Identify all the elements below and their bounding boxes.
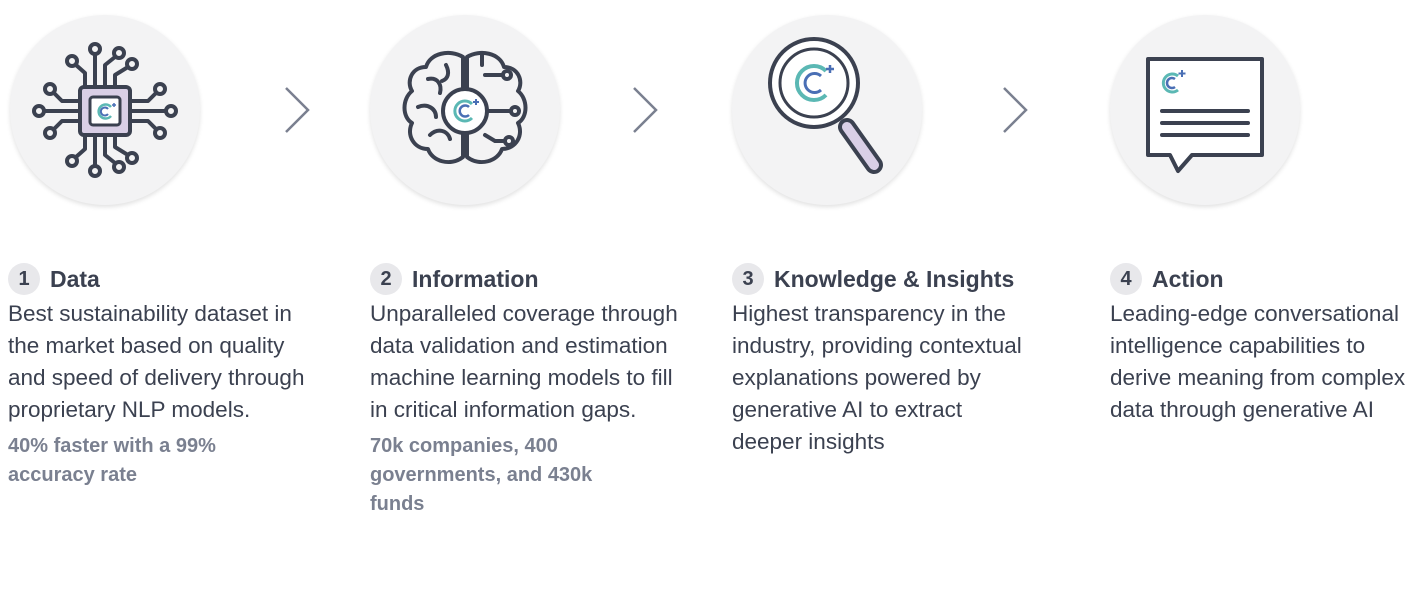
step-stat: 40% faster with a 99% accuracy rate bbox=[8, 435, 216, 486]
step-1-circle bbox=[10, 15, 200, 205]
step-3-circle bbox=[732, 15, 922, 205]
step-4: 4 Action Leading-edge conversational int… bbox=[1110, 262, 1410, 426]
step-number-badge: 1 bbox=[8, 263, 40, 295]
step-description: Unparalleled coverage through data valid… bbox=[370, 301, 678, 422]
step-description: Best sustainability dataset in the marke… bbox=[8, 301, 305, 422]
chevron-right-icon bbox=[633, 87, 658, 133]
ai-chip-icon bbox=[32, 42, 178, 178]
step-description: Highest transparency in the industry, pr… bbox=[732, 301, 1022, 454]
step-title: Data bbox=[50, 265, 100, 292]
chevron-right-icon bbox=[285, 87, 310, 133]
step-description: Leading-edge conversational intelligence… bbox=[1110, 301, 1406, 422]
step-1: 1 Data Best sustainability dataset in th… bbox=[8, 262, 328, 490]
step-4-circle bbox=[1110, 15, 1300, 205]
step-header: 4 Action bbox=[1110, 262, 1410, 296]
step-title: Action bbox=[1152, 265, 1224, 292]
step-2-circle bbox=[370, 15, 560, 205]
step-3: 3 Knowledge & Insights Highest transpare… bbox=[732, 262, 1032, 458]
brain-circuit-icon bbox=[402, 50, 528, 165]
step-number-badge: 4 bbox=[1110, 263, 1142, 295]
magnifying-glass-icon bbox=[768, 37, 883, 174]
step-header: 3 Knowledge & Insights bbox=[732, 262, 1032, 296]
step-number-badge: 2 bbox=[370, 263, 402, 295]
step-2: 2 Information Unparalleled coverage thro… bbox=[370, 262, 682, 519]
step-title: Information bbox=[412, 265, 539, 292]
step-header: 2 Information bbox=[370, 262, 682, 296]
chat-document-icon bbox=[1146, 57, 1264, 173]
step-title: Knowledge & Insights bbox=[774, 265, 1015, 292]
step-number-badge: 3 bbox=[732, 263, 764, 295]
chevron-right-icon bbox=[1003, 87, 1028, 133]
step-stat: 70k companies, 400 governments, and 430k… bbox=[370, 435, 593, 515]
step-header: 1 Data bbox=[8, 262, 328, 296]
